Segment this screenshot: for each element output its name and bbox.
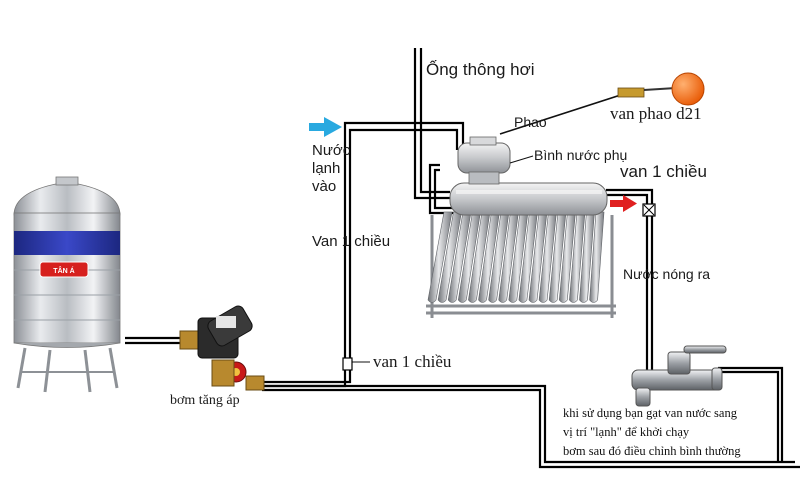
float-valve-assembly xyxy=(499,72,705,135)
stainless-water-tank xyxy=(13,176,121,393)
float-valve-label: van phao d21 xyxy=(610,104,702,123)
vacuum-tube xyxy=(518,211,538,303)
check-valve-hot-out xyxy=(642,203,656,217)
cold-in-label-line1: Nước xyxy=(312,142,351,159)
check-valve-left-label: Van 1 chiều xyxy=(312,233,391,250)
vacuum-tube xyxy=(579,211,595,303)
aux-tank-label: Bình nước phụ xyxy=(534,147,628,163)
check-valve-bottom xyxy=(342,357,353,371)
solar-water-heater xyxy=(426,136,616,318)
cold-in-label-line3: vào xyxy=(312,178,337,195)
pump-label: bơm tăng áp xyxy=(170,393,240,408)
vacuum-tube xyxy=(548,211,567,303)
hot-out-label: Nước nóng ra xyxy=(623,266,711,282)
instruction-line: vị trí "lạnh" để khởi chạy xyxy=(563,425,690,439)
hot-water-out-arrow xyxy=(610,195,637,212)
vacuum-tube xyxy=(457,211,481,303)
vacuum-tube xyxy=(569,211,586,303)
usage-instructions: khi sử dụng bạn gạt van nước sang vị trí… xyxy=(563,404,788,461)
mixer-faucet xyxy=(631,345,727,407)
vacuum-tube-array xyxy=(427,211,605,303)
aux-tank-leader xyxy=(509,155,534,164)
instruction-line: khi sử dụng bạn gạt van nước sang xyxy=(563,406,737,420)
vacuum-tube xyxy=(528,211,548,303)
cold-in-label-line2: lạnh xyxy=(312,160,341,177)
instruction-line: bơm sau đó điều chỉnh bình thường xyxy=(563,444,741,458)
tank-brand-logo: TÂN Á xyxy=(53,266,74,275)
vacuum-tube xyxy=(437,211,462,303)
vent-pipe-label: Ống thông hơi xyxy=(426,60,535,79)
float-label: Phao xyxy=(514,114,547,130)
check-valve-top-label: van 1 chiều xyxy=(620,162,707,181)
check-valve-bottom-label: van 1 chiều xyxy=(373,352,452,371)
vacuum-tube xyxy=(558,211,576,303)
vacuum-tube xyxy=(447,211,472,303)
vacuum-tube xyxy=(538,211,557,303)
vacuum-tube xyxy=(427,211,453,303)
vacuum-tube xyxy=(589,211,605,303)
vacuum-tube xyxy=(508,211,529,303)
vacuum-tube xyxy=(488,211,510,303)
booster-pump xyxy=(179,305,265,391)
vacuum-tube xyxy=(478,211,500,303)
vacuum-tube xyxy=(468,211,491,303)
cold-water-in-arrow xyxy=(309,117,342,137)
vacuum-tube xyxy=(498,211,519,303)
